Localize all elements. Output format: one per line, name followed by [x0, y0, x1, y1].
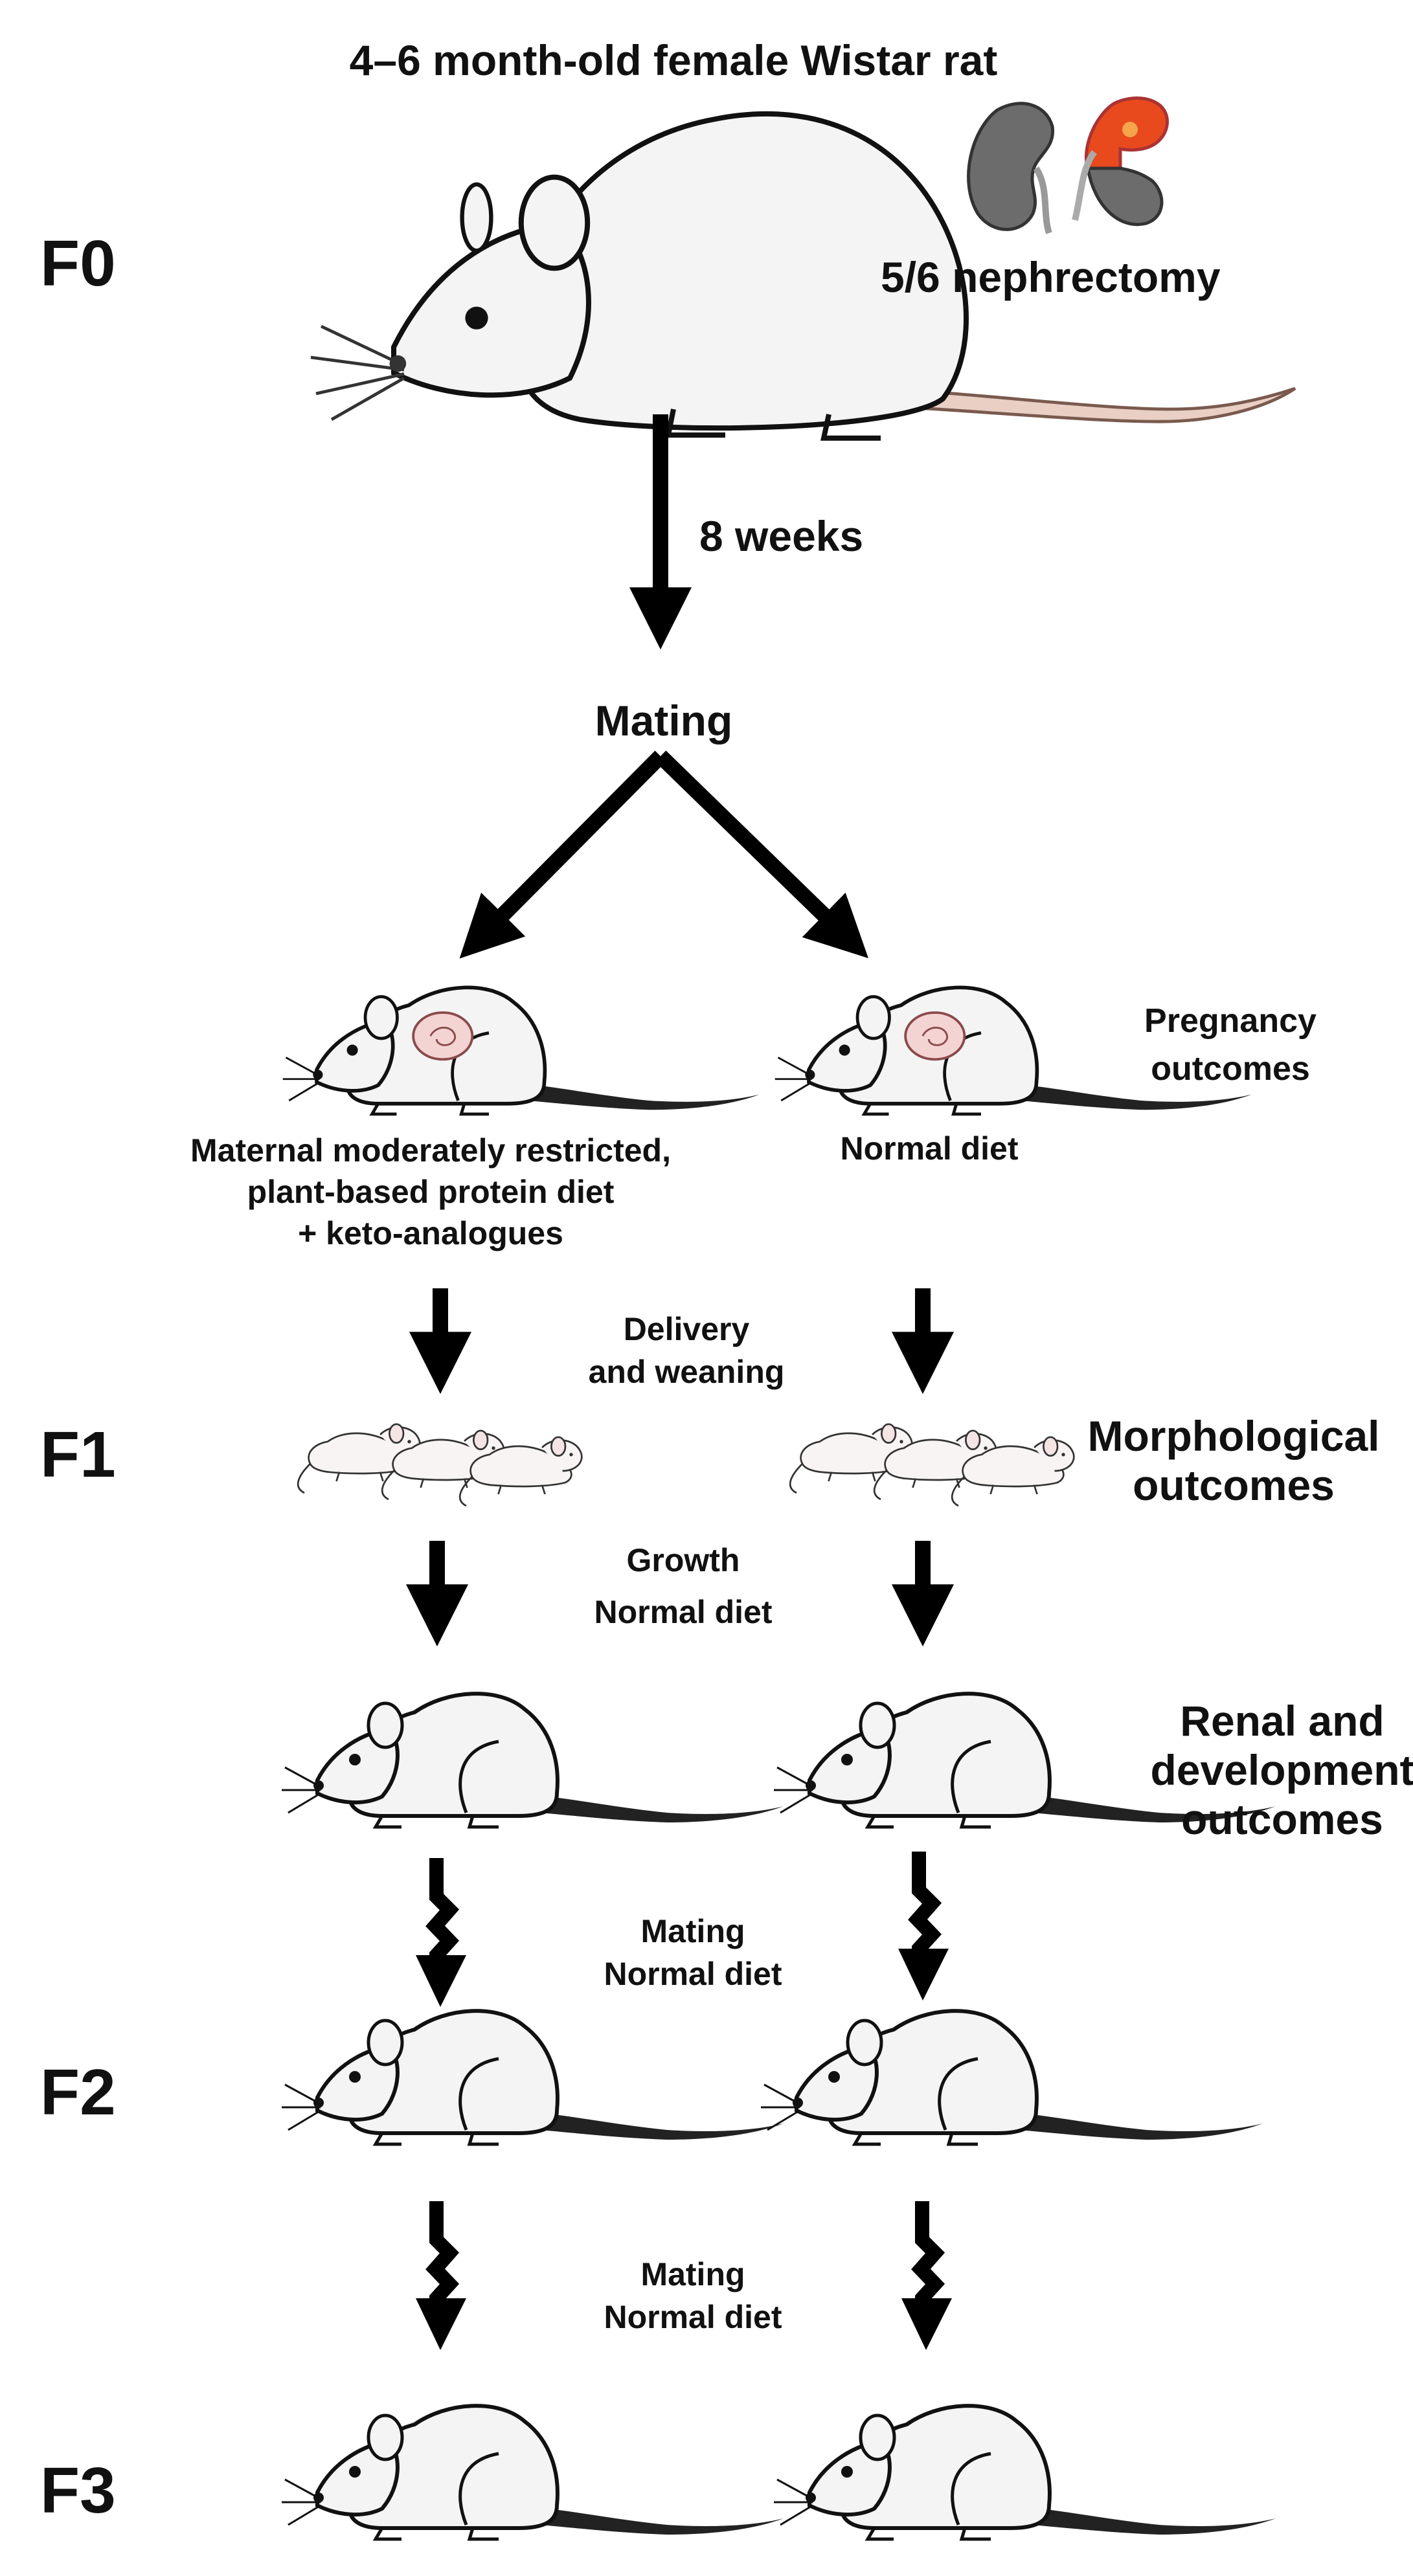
arrow-to-left-group: [459, 750, 666, 959]
delivery-step-label: Delivery and weaning: [588, 1311, 785, 1390]
renal-outcomes-label: Renal and development outcomes: [1150, 1697, 1413, 1843]
pups-left: [297, 1423, 583, 1507]
surgery-label: 5/6 nephrectomy: [881, 253, 1221, 301]
f0-title: 4–6 month-old female Wistar rat: [349, 36, 998, 84]
generation-label-f3: F3: [40, 2454, 116, 2527]
mating-label: Mating: [594, 697, 733, 745]
interval-label: 8 weeks: [699, 512, 864, 560]
nephrectomy-kidney-icon: [1072, 96, 1169, 227]
arrow-mating-f3-left: [416, 2201, 466, 2350]
arrow-mating-f3-right: [901, 2201, 952, 2350]
f0-rat-illustration: [310, 111, 1296, 441]
kidney-icon: [967, 102, 1055, 234]
mating-f2-step-label: Mating Normal diet: [604, 1913, 782, 1992]
f3-rat-left: [282, 2406, 784, 2539]
arrow-mating-f2-left: [416, 1858, 466, 2007]
f3-rat-right: [774, 2406, 1276, 2539]
growth-step-label: Growth Normal diet: [594, 1542, 773, 1630]
pups-right: [789, 1423, 1075, 1507]
morphological-outcomes-label: Morphological outcomes: [1087, 1412, 1380, 1509]
pregnancy-outcomes-label: Pregnancy outcomes: [1144, 1002, 1317, 1088]
arrow-to-right-group: [655, 750, 868, 959]
f2-rat-left: [282, 2011, 784, 2144]
arrow-mating-f2-right: [898, 1852, 949, 2000]
f1-adult-rat-left: [282, 1694, 784, 1827]
right-group-diet-label: Normal diet: [840, 1130, 1019, 1167]
mating-f3-step-label: Mating Normal diet: [604, 2256, 782, 2335]
generation-label-f1: F1: [40, 1418, 116, 1491]
pregnant-rat-left: [283, 987, 760, 1114]
generation-label-f2: F2: [40, 2056, 116, 2129]
left-group-diet-label: Maternal moderately restricted, plant-ba…: [190, 1132, 671, 1251]
generation-label-f0: F0: [40, 227, 116, 300]
f2-rat-right: [761, 2011, 1263, 2144]
